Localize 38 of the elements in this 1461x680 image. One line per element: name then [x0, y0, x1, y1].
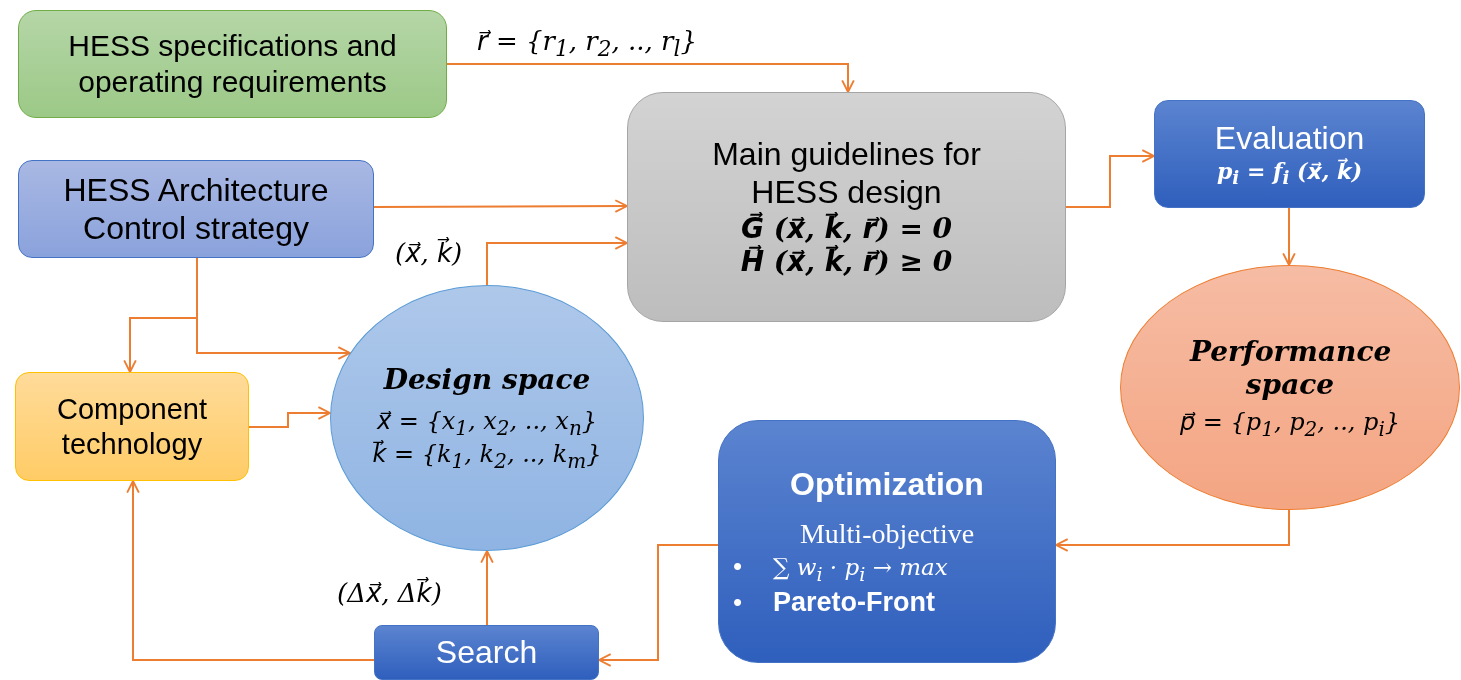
pareto-front-text: Pareto-Front — [773, 585, 935, 618]
x-vector-formula: x⃗ = {x$_{1}$, x$_{2}$, .., x$_{n}$} — [376, 407, 598, 440]
arrow — [373, 199, 628, 213]
p-vector-formula: p⃗ = {p$_{1}$, p$_{2}$, .., p$_{i}$} — [1179, 407, 1401, 441]
component-text: Component technology — [56, 391, 208, 462]
guidelines-title: Main guidelines for HESS design — [711, 135, 982, 212]
bullet: • — [733, 551, 744, 583]
arrow — [446, 63, 855, 93]
search-box — [374, 625, 599, 680]
performance-space-title: Performance space — [1190, 334, 1390, 402]
architecture-text: HESS Architecture Control strategy — [62, 170, 330, 248]
design-space-title: Design space — [383, 363, 591, 397]
arrow — [248, 406, 332, 428]
arrow — [1065, 149, 1155, 208]
arrow — [1282, 207, 1296, 266]
evaluation-title: Evaluation — [1214, 119, 1365, 158]
inequality-constraint: H⃗ (x⃗, k⃗, r⃗) ≥ 0 — [740, 245, 953, 279]
requirements-text: HESS specifications and operating requirements — [67, 28, 398, 100]
equality-constraint: G⃗ (x⃗, k⃗, r⃗) = 0 — [740, 211, 953, 245]
arrow — [480, 550, 494, 626]
architecture-box — [18, 160, 374, 258]
k-vector-formula: k⃗ = {k$_{1}$, k$_{2}$, .., k$_{m}$} — [372, 439, 602, 473]
arrow — [486, 236, 628, 286]
evaluation-formula: p$_{i}$ = f$_{i}$ (x⃗, k⃗) — [1216, 157, 1363, 189]
guidelines-box — [627, 92, 1066, 322]
bullet: • — [733, 586, 744, 618]
optimization-title: Optimization — [790, 465, 984, 504]
arrow — [1055, 509, 1290, 552]
arrow — [196, 257, 352, 360]
evaluation-box — [1154, 100, 1425, 208]
component-box — [15, 372, 249, 481]
weighted-sum-formula: ∑ w$_{i}$ · p$_{i}$ → max — [773, 554, 948, 586]
requirements-box — [18, 10, 447, 118]
arrow — [598, 544, 719, 667]
arrow — [126, 480, 375, 661]
optimization-box — [718, 420, 1056, 663]
multi-objective-text: Multi-objective — [799, 517, 975, 551]
search-text: Search — [435, 633, 538, 672]
